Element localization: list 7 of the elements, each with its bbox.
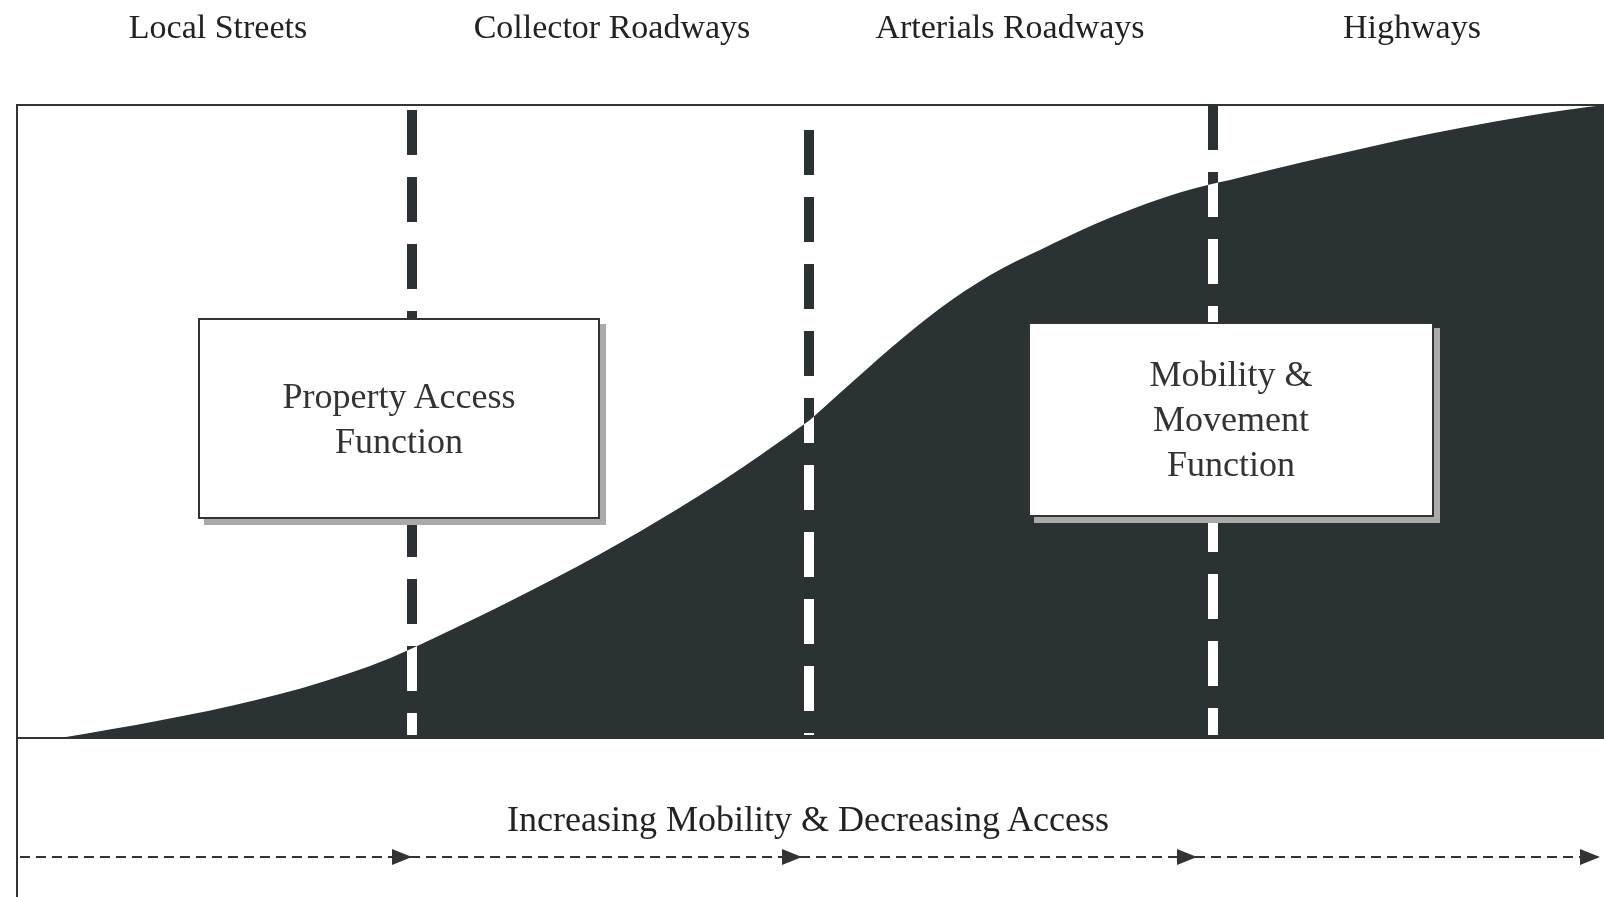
box-label: Property Access Function: [281, 374, 517, 463]
column-heading: Collector Roadways: [473, 8, 751, 46]
column-heading: Highways: [1343, 8, 1481, 46]
column-heading: Local Streets: [128, 8, 308, 46]
box-label: Mobility & Movement Function: [1148, 353, 1314, 486]
column-heading: Arterials Roadways: [875, 8, 1145, 46]
axis-caption: Increasing Mobility & Decreasing Access: [507, 798, 1109, 840]
